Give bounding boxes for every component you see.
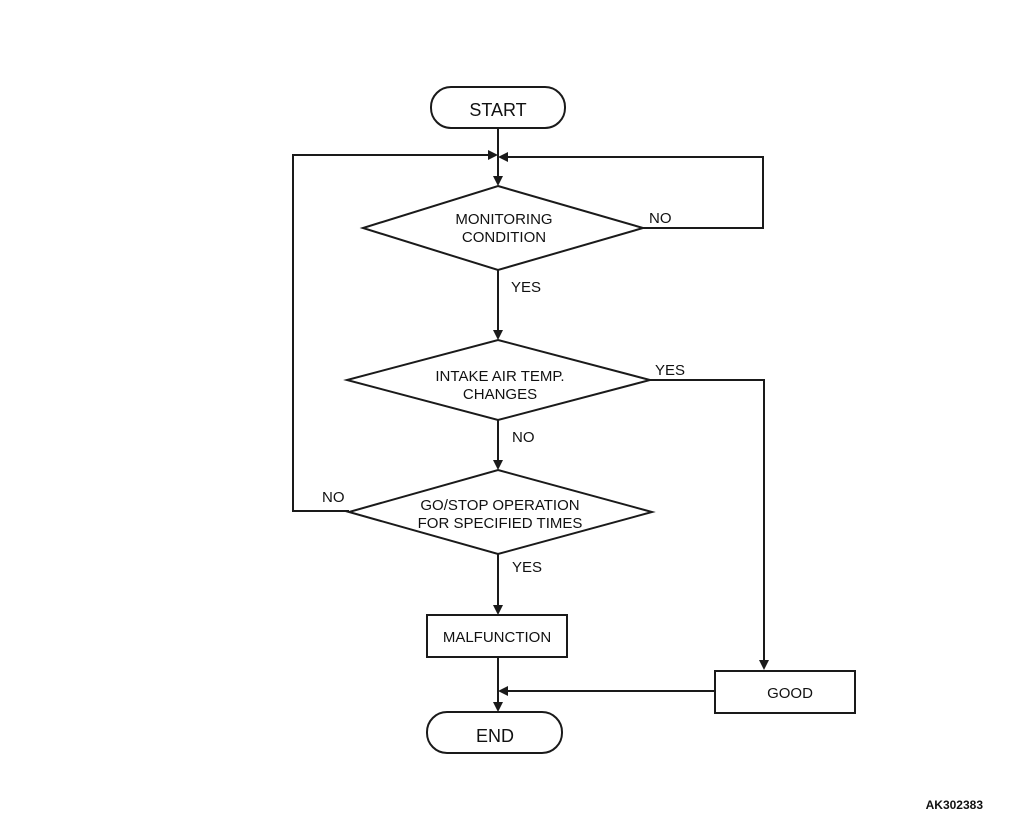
edge-monitoring-no-loop (506, 156, 764, 229)
arrow-into-end (493, 702, 503, 712)
arrow-into-malfunction (493, 605, 503, 615)
malfunction-label: MALFUNCTION (443, 629, 551, 646)
arrow-into-intake (493, 330, 503, 340)
monitoring-yes-label: YES (511, 279, 541, 296)
end-terminal (426, 711, 563, 754)
monitoring-condition-decision (359, 184, 647, 272)
edge-gostop-no-loop (292, 154, 490, 512)
monitoring-no-label: NO (649, 210, 672, 227)
good-label: GOOD (767, 685, 813, 702)
intake-no-label: NO (512, 429, 535, 446)
intake-yes-label: YES (655, 362, 685, 379)
monitoring-label-line2: CONDITION (462, 229, 546, 246)
edge-intake-yes (650, 379, 765, 660)
gostop-label-line1: GO/STOP OPERATION (420, 497, 579, 514)
gostop-label-line2: FOR SPECIFIED TIMES (418, 515, 583, 532)
malfunction-box (426, 614, 568, 658)
intake-label-line2: CHANGES (463, 386, 537, 403)
gostop-no-label: NO (322, 489, 345, 506)
arrow-good-merge (498, 686, 508, 696)
arrow-gostop-no-loop (488, 150, 498, 160)
gostop-yes-label: YES (512, 559, 542, 576)
arrow-into-good (759, 660, 769, 670)
monitoring-label-line1: MONITORING (455, 211, 552, 228)
arrow-into-monitoring (493, 176, 503, 186)
end-label: END (476, 726, 514, 746)
start-label: START (469, 100, 526, 120)
arrow-monitoring-no-loop (498, 152, 508, 162)
intake-label-line1: INTAKE AIR TEMP. (435, 368, 564, 385)
arrow-into-gostop (493, 460, 503, 470)
figure-code: AK302383 (926, 798, 984, 812)
